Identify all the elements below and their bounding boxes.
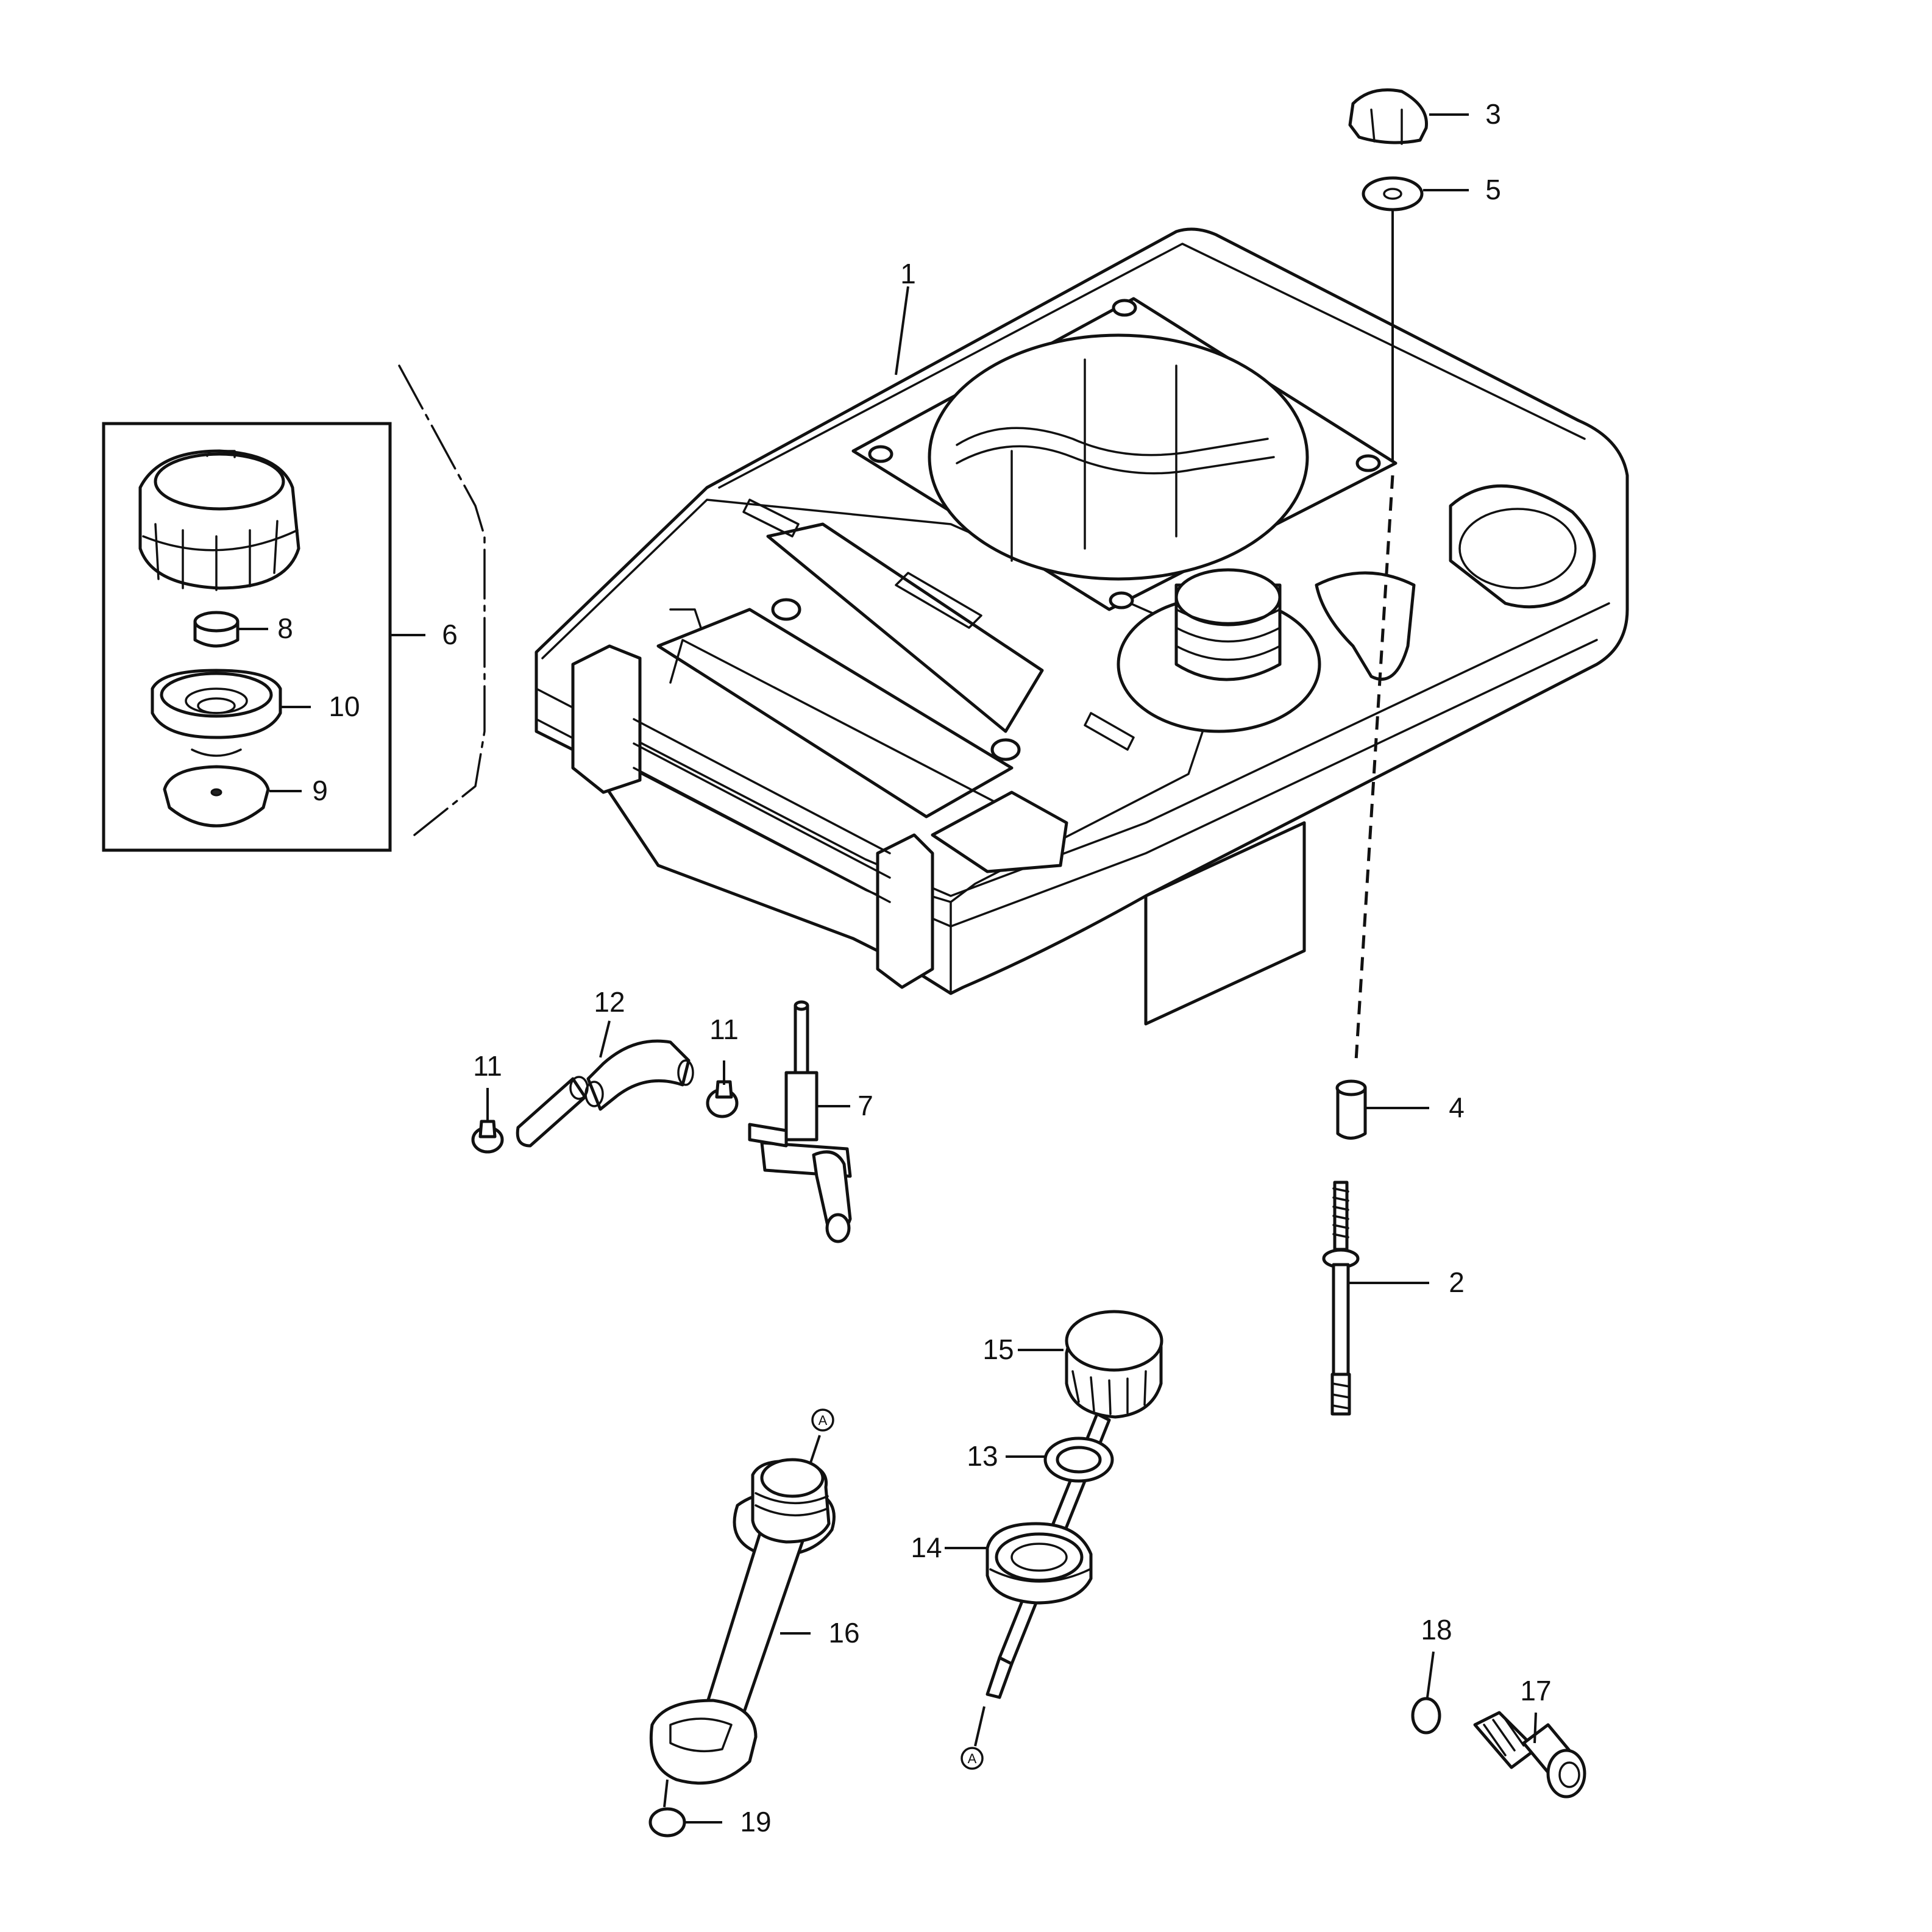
callout-labels: 1 2 3 4 5 6 7 8 9 10 11 11 12 13 14 15 1…: [277, 98, 1551, 1838]
callout-2: 2: [1449, 1266, 1465, 1298]
callout-6: 6: [442, 619, 458, 650]
stud-bolt: [1322, 1181, 1360, 1416]
dipstick-knob: [1065, 1310, 1163, 1419]
svg-text:A: A: [819, 1413, 828, 1428]
washer: [1362, 176, 1424, 211]
callout-3: 3: [1485, 98, 1501, 130]
callout-14: 14: [911, 1532, 942, 1563]
callout-13: 13: [967, 1440, 998, 1472]
callout-4: 4: [1449, 1092, 1465, 1123]
cap-gasket: [163, 765, 270, 828]
callout-16: 16: [828, 1617, 859, 1649]
dipstick-o-ring: [1043, 1437, 1114, 1483]
sleeve: [1335, 1079, 1367, 1140]
callout-15: 15: [982, 1334, 1014, 1365]
callout-17: 17: [1520, 1675, 1551, 1706]
filler-cap-assembly-box: [102, 364, 486, 852]
cap-insert: [193, 611, 240, 648]
cap-nut: [1348, 88, 1428, 145]
reference-mark-a-top: A: [811, 1408, 834, 1432]
callout-7: 7: [858, 1090, 873, 1121]
tube-plug: [648, 1807, 686, 1838]
drain-washer: [1411, 1697, 1441, 1735]
leader-lines: [238, 113, 1537, 1824]
svg-text:A: A: [968, 1751, 977, 1766]
callout-1: 1: [900, 258, 916, 289]
hose-clamp-right: [706, 1080, 739, 1118]
callout-8: 8: [277, 613, 293, 644]
callout-9: 9: [312, 775, 328, 806]
filler-cap: [138, 449, 300, 591]
callout-18: 18: [1421, 1614, 1452, 1646]
filler-tube: [649, 1458, 836, 1785]
callout-11-right: 11: [709, 1014, 739, 1045]
dipstick-bushing: [986, 1522, 1093, 1605]
callout-19: 19: [740, 1806, 771, 1838]
hose-elbow: [584, 1039, 694, 1111]
callout-11-left: 11: [473, 1050, 502, 1082]
fuel-cock: [748, 1000, 852, 1243]
hose-clamp-left: [471, 1120, 504, 1154]
hose-short: [516, 1076, 589, 1148]
callout-10: 10: [329, 691, 360, 722]
assembly-line-dashed: [1354, 475, 1394, 1061]
cap-seal-retainer: [151, 669, 282, 757]
callout-5: 5: [1485, 174, 1501, 205]
fuel-tank: [534, 227, 1629, 1026]
drain-bolt: [1473, 1711, 1586, 1799]
callout-12: 12: [594, 986, 625, 1018]
reference-mark-a-bottom: A: [961, 1747, 984, 1770]
